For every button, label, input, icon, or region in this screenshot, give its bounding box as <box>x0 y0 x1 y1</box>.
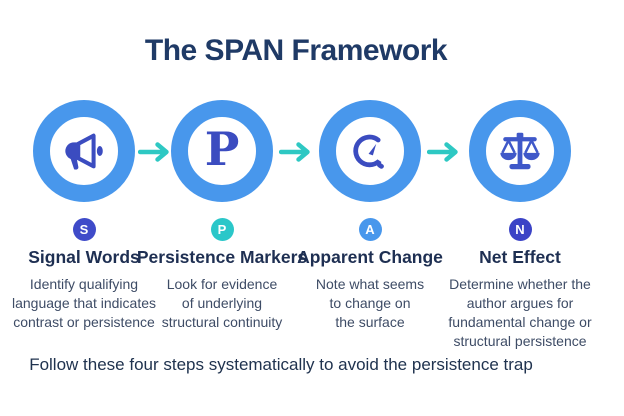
badge-letter: N <box>515 222 525 237</box>
step-signal-words: S Signal Words Identify qualifying langu… <box>0 100 172 332</box>
step-persistence-markers: P P Persistence Markers Look for evidenc… <box>124 100 320 332</box>
step-net-effect: N Net Effect Determine whether the autho… <box>420 100 620 351</box>
megaphone-icon <box>65 133 103 170</box>
step-label: Apparent Change <box>297 247 443 267</box>
flow-arrow-2 <box>279 142 310 162</box>
step-apparent-change: A Apparent Change Note what seems to cha… <box>282 100 458 332</box>
page-title: The SPAN Framework <box>144 34 448 67</box>
step-circle <box>319 100 421 202</box>
step-label: Signal Words <box>28 247 140 267</box>
letter-p-icon: P <box>204 122 240 176</box>
scales-icon <box>500 132 540 170</box>
flow-arrow-1 <box>138 142 169 162</box>
flow-arrow-3 <box>427 142 458 162</box>
step-letter-badge: A <box>358 218 382 241</box>
step-description: Note what seems to change on the surface <box>315 276 425 330</box>
badge-letter: A <box>365 222 375 237</box>
step-circle <box>469 100 571 202</box>
step-letter-badge: N <box>508 218 532 241</box>
step-letter-badge: P <box>210 218 234 241</box>
step-label: Persistence Markers <box>136 247 308 267</box>
clock-history-icon <box>353 134 384 169</box>
step-description: Look for evidence of underlying structur… <box>161 276 283 330</box>
step-circle <box>33 100 135 202</box>
step-circle: P <box>171 100 273 202</box>
step-description: Identify qualifying language that indica… <box>12 276 156 330</box>
step-description: Determine whether the author argues for … <box>448 276 592 349</box>
badge-letter: S <box>79 222 89 237</box>
step-letter-badge: S <box>72 218 96 241</box>
step-label: Net Effect <box>479 247 561 267</box>
footer-note: Follow these four steps systematically t… <box>29 355 533 374</box>
badge-letter: P <box>217 222 227 237</box>
